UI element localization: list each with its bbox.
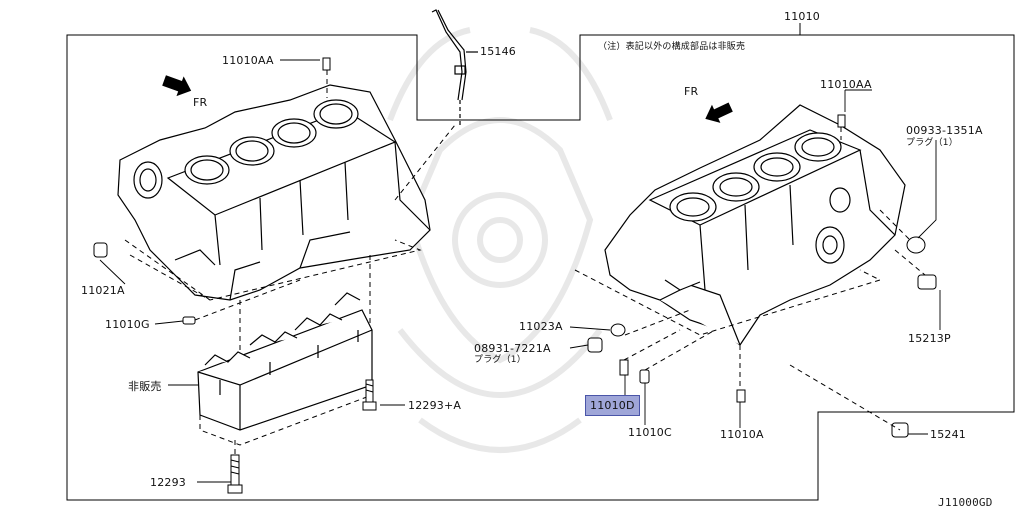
fr-arrow-right-icon xyxy=(705,102,733,123)
bolt-12293 xyxy=(227,454,243,494)
part-11010d-highlighted[interactable]: 11010D xyxy=(585,395,640,416)
fr-arrow-left-icon xyxy=(162,75,192,97)
note-text: （注）表記以外の構成部品は非販売 xyxy=(598,42,746,52)
part-15213p[interactable]: 15213P xyxy=(908,332,951,345)
bolt-12293a xyxy=(362,379,377,411)
part-11023a[interactable]: 11023A xyxy=(519,320,563,333)
leader-lines xyxy=(99,59,941,483)
part-08931-sub: プラグ（1） xyxy=(474,355,526,365)
right-parts xyxy=(587,114,937,438)
left-guides xyxy=(124,70,456,370)
part-11010aa-right[interactable]: 11010AA xyxy=(820,78,872,91)
assembly-outline xyxy=(66,34,1015,501)
part-11021a[interactable]: 11021A xyxy=(81,284,125,297)
part-15241[interactable]: 15241 xyxy=(930,428,966,441)
part-11010c[interactable]: 11010C xyxy=(628,426,672,439)
watermark-emblem xyxy=(387,27,613,453)
right-guides xyxy=(574,127,926,431)
left-engine-block xyxy=(117,84,431,301)
part-08931-7221a[interactable]: 08931-7221A xyxy=(474,342,551,355)
part-00933-1351a[interactable]: 00933-1351A xyxy=(906,124,983,137)
dipstick-part xyxy=(431,9,478,125)
part-11010a[interactable]: 11010A xyxy=(720,428,764,441)
part-12293a[interactable]: 12293+A xyxy=(408,399,462,412)
right-engine-block xyxy=(604,104,906,346)
bearing-guides xyxy=(199,394,373,455)
fr-label-right: FR xyxy=(684,85,699,98)
drawing-code: J11000GD xyxy=(938,496,993,509)
not-sold-label: 非販売 xyxy=(128,380,162,393)
part-11010g[interactable]: 11010G xyxy=(105,318,150,331)
fr-label-left: FR xyxy=(193,96,208,109)
part-00933-sub: プラグ（1） xyxy=(906,138,958,148)
part-11010aa-left[interactable]: 11010AA xyxy=(222,54,274,67)
part-12293[interactable]: 12293 xyxy=(150,476,186,489)
bearing-beam xyxy=(197,292,373,431)
part-15146[interactable]: 15146 xyxy=(480,45,516,58)
assembly-number[interactable]: 11010 xyxy=(784,10,820,23)
